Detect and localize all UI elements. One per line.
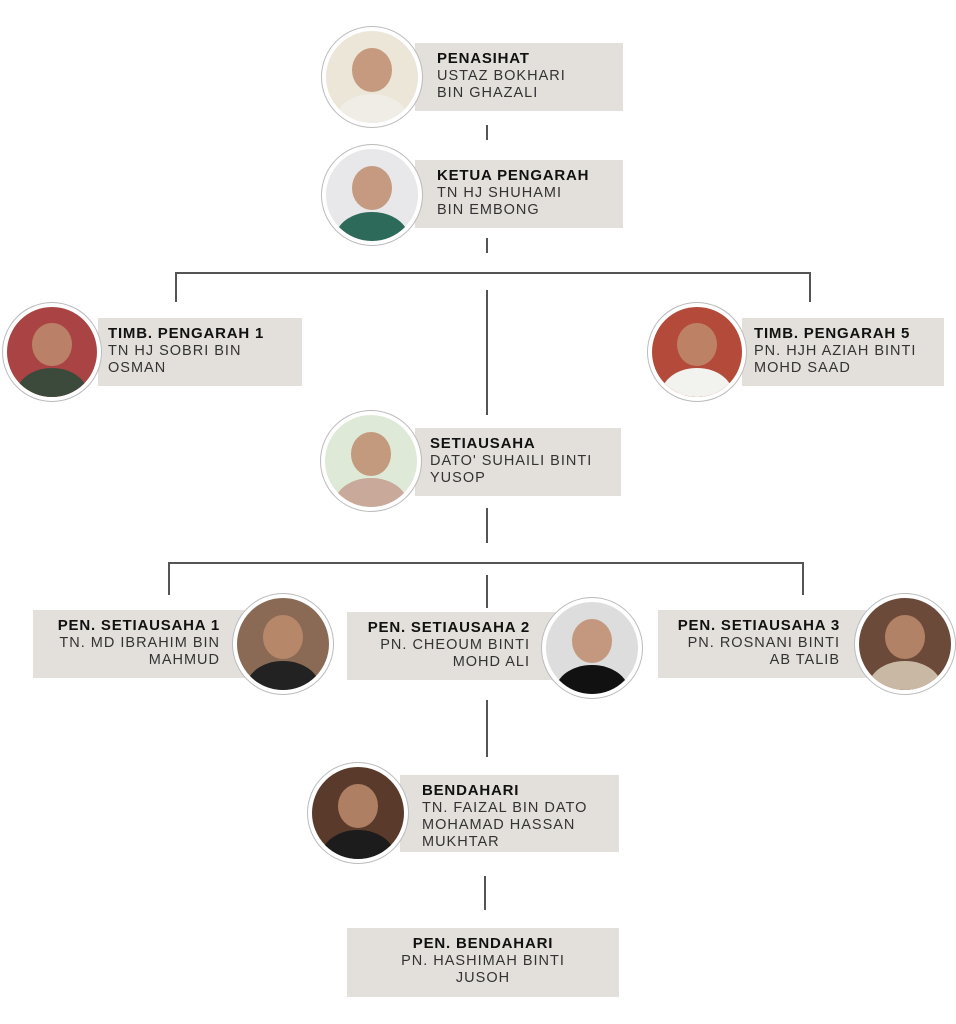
node-name: TN. MD IBRAHIM BIN bbox=[59, 635, 220, 651]
node-name: MOHAMAD HASSAN bbox=[422, 817, 576, 833]
connector bbox=[486, 125, 488, 140]
node-name: PN. CHEOUM BINTI bbox=[380, 637, 530, 653]
connector bbox=[175, 272, 811, 274]
node-name: AB TALIB bbox=[769, 652, 840, 668]
node-name: TN HJ SHUHAMI bbox=[437, 185, 562, 201]
avatar-setiausaha bbox=[321, 411, 421, 511]
node-setiausaha: SETIAUSAHA DATO' SUHAILI BINTI YUSOP bbox=[415, 428, 621, 496]
node-title: TIMB. PENGARAH 1 bbox=[108, 325, 265, 342]
avatar-ketua-pengarah bbox=[322, 145, 422, 245]
connector bbox=[175, 272, 177, 302]
node-name: JUSOH bbox=[455, 970, 511, 986]
avatar-pen-setiausaha-1 bbox=[233, 594, 333, 694]
connector bbox=[486, 238, 488, 253]
avatar-pen-setiausaha-3 bbox=[855, 594, 955, 694]
node-name: DATO' SUHAILI BINTI bbox=[430, 453, 593, 469]
avatar-pen-setiausaha-2 bbox=[542, 598, 642, 698]
node-title: KETUA PENGARAH bbox=[437, 167, 590, 184]
node-title: PEN. SETIAUSAHA 1 bbox=[57, 617, 220, 634]
node-penasihat: PENASIHAT USTAZ BOKHARI BIN GHAZALI bbox=[415, 43, 623, 111]
node-title: PEN. SETIAUSAHA 3 bbox=[677, 617, 840, 634]
node-pen-setiausaha-2: PEN. SETIAUSAHA 2 PN. CHEOUM BINTI MOHD … bbox=[347, 612, 560, 680]
node-title: PEN. BENDAHARI bbox=[412, 935, 554, 952]
connector bbox=[486, 575, 488, 608]
node-title: PENASIHAT bbox=[437, 50, 530, 67]
node-title: PEN. SETIAUSAHA 2 bbox=[367, 619, 530, 636]
avatar-timb-pengarah-5 bbox=[648, 303, 746, 401]
connector bbox=[486, 508, 488, 543]
node-name: OSMAN bbox=[108, 360, 167, 376]
connector bbox=[809, 272, 811, 302]
node-name: PN. HASHIMAH BINTI bbox=[401, 953, 565, 969]
node-pen-setiausaha-1: PEN. SETIAUSAHA 1 TN. MD IBRAHIM BIN MAH… bbox=[33, 610, 250, 678]
node-pen-setiausaha-3: PEN. SETIAUSAHA 3 PN. ROSNANI BINTI AB T… bbox=[658, 610, 870, 678]
node-name: MOHD ALI bbox=[452, 654, 530, 670]
node-name: MAHMUD bbox=[148, 652, 220, 668]
node-timb-pengarah-1: TIMB. PENGARAH 1 TN HJ SOBRI BIN OSMAN bbox=[98, 318, 302, 386]
node-name: BIN GHAZALI bbox=[437, 85, 539, 101]
node-name: MOHD SAAD bbox=[754, 360, 851, 376]
node-name: MUKHTAR bbox=[422, 834, 500, 850]
node-name: PN. HJH AZIAH BINTI bbox=[754, 343, 917, 359]
node-timb-pengarah-5: TIMB. PENGARAH 5 PN. HJH AZIAH BINTI MOH… bbox=[742, 318, 944, 386]
node-name: USTAZ BOKHARI bbox=[437, 68, 566, 84]
node-bendahari: BENDAHARI TN. FAIZAL BIN DATO MOHAMAD HA… bbox=[400, 775, 619, 852]
connector bbox=[168, 562, 804, 564]
node-name: PN. ROSNANI BINTI bbox=[687, 635, 840, 651]
avatar-penasihat bbox=[322, 27, 422, 127]
connector bbox=[484, 876, 486, 910]
node-title: BENDAHARI bbox=[422, 782, 520, 799]
node-name: BIN EMBONG bbox=[437, 202, 540, 218]
node-pen-bendahari: PEN. BENDAHARI PN. HASHIMAH BINTI JUSOH bbox=[347, 928, 619, 997]
node-name: TN. FAIZAL BIN DATO bbox=[422, 800, 588, 816]
connector bbox=[168, 562, 170, 595]
connector bbox=[486, 290, 488, 415]
node-title: TIMB. PENGARAH 5 bbox=[754, 325, 911, 342]
avatar-bendahari bbox=[308, 763, 408, 863]
node-name: TN HJ SOBRI BIN bbox=[108, 343, 242, 359]
node-title: SETIAUSAHA bbox=[430, 435, 536, 452]
avatar-timb-pengarah-1 bbox=[3, 303, 101, 401]
connector bbox=[486, 700, 488, 757]
node-ketua-pengarah: KETUA PENGARAH TN HJ SHUHAMI BIN EMBONG bbox=[415, 160, 623, 228]
node-name: YUSOP bbox=[430, 470, 486, 486]
connector bbox=[802, 562, 804, 595]
